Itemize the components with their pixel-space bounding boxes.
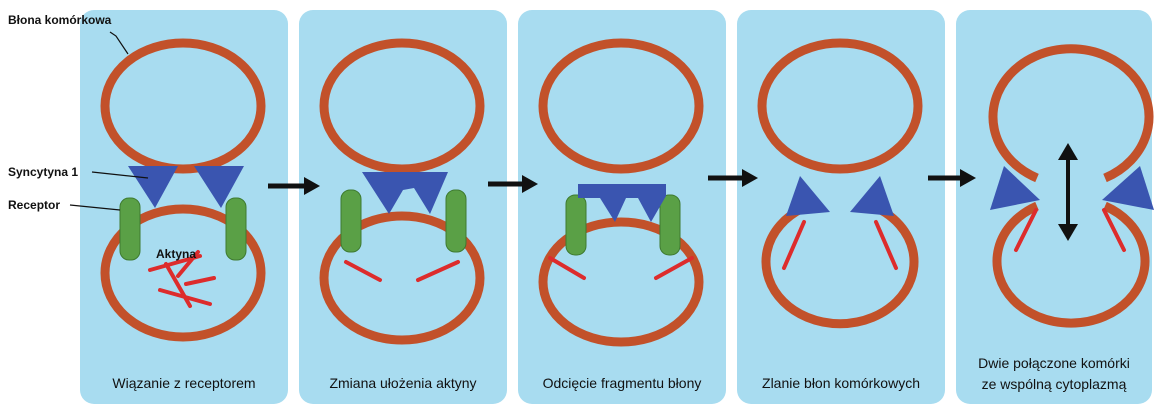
caption-step-5-line-1: Dwie połączone komórki bbox=[978, 355, 1130, 371]
caption-step-1: Wiązanie z receptorem bbox=[112, 375, 255, 391]
panel-4-background bbox=[737, 10, 945, 404]
panel-2-background bbox=[299, 10, 507, 404]
receptor-label: Receptor bbox=[8, 198, 60, 212]
caption-step-2: Zmiana ułożenia aktyny bbox=[329, 375, 476, 391]
receptor-right bbox=[446, 190, 466, 252]
panel-5 bbox=[956, 10, 1154, 404]
panel-4 bbox=[737, 10, 945, 404]
caption-step-3: Odcięcie fragmentu błony bbox=[543, 375, 702, 391]
receptor-left bbox=[566, 195, 586, 255]
receptor-right bbox=[226, 198, 246, 260]
membrane-label: Błona komórkowa bbox=[8, 13, 112, 27]
panel-3 bbox=[518, 10, 726, 404]
receptor-right bbox=[660, 195, 680, 255]
caption-step-5-line-2: ze wspólną cytoplazmą bbox=[982, 376, 1127, 392]
panel-1 bbox=[70, 10, 288, 404]
actin-label: Aktyna bbox=[156, 247, 196, 261]
receptor-left bbox=[341, 190, 361, 252]
caption-step-4: Zlanie błon komórkowych bbox=[762, 375, 920, 391]
receptor-left bbox=[120, 198, 140, 260]
panel-2 bbox=[299, 10, 507, 404]
syncytin-label: Syncytyna 1 bbox=[8, 165, 78, 179]
